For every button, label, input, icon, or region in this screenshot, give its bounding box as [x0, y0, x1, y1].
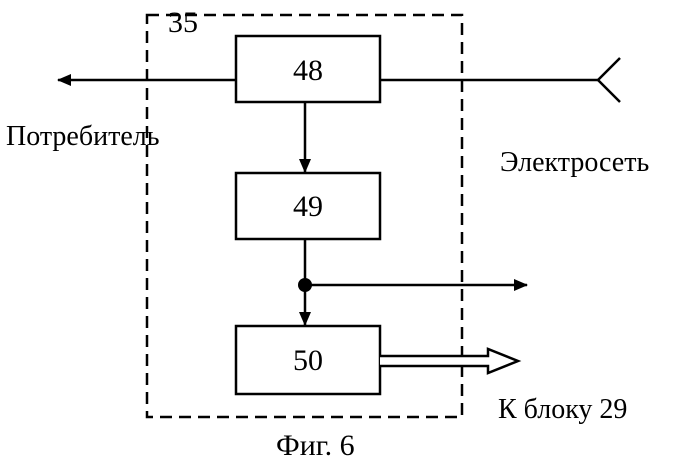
block-49: 49 [236, 173, 380, 239]
mains-label: Электросеть [500, 147, 649, 178]
block-50: 50 [236, 326, 380, 394]
block-48-label: 48 [293, 54, 323, 87]
mains-plug-icon [598, 58, 620, 102]
arrow-to-block-29 [380, 349, 518, 373]
unit-35-label: 35 [168, 6, 198, 39]
figure-caption: Фиг. 6 [276, 429, 355, 462]
block-50-label: 50 [293, 344, 323, 377]
to-block-29-label: К блоку 29 [498, 394, 627, 425]
consumer-label: Потребитель [6, 121, 160, 152]
block-48: 48 [236, 36, 380, 102]
block-49-label: 49 [293, 190, 323, 223]
